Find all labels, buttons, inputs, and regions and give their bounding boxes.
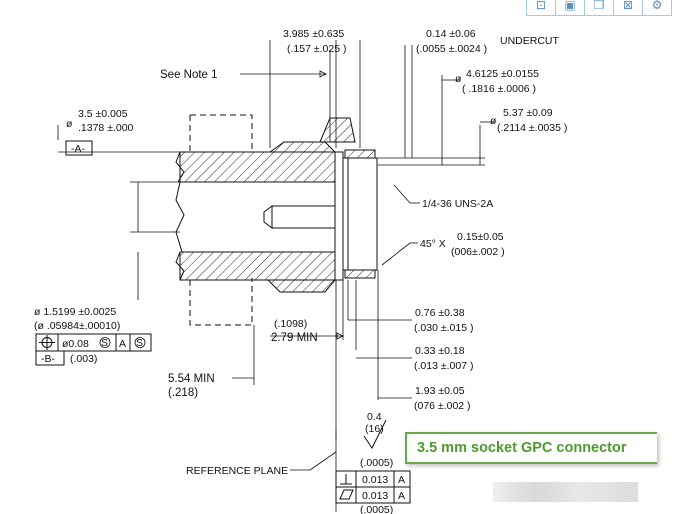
tol-bottom-value: (.0005) bbox=[360, 504, 393, 514]
image-toolbar: ⊡ ▣ ❐ ⊠ ⚙ bbox=[526, 0, 672, 16]
dia-a-line2: .1378 ±.000 bbox=[78, 122, 134, 134]
dia-a-sym: ø bbox=[66, 118, 73, 130]
chamfer-line2: (006±.002 ) bbox=[451, 246, 505, 258]
dia-outer-line1: 4.6125 ±0.0155 bbox=[466, 68, 539, 80]
reference-plane-label: REFERENCE PLANE bbox=[186, 465, 288, 477]
save-icon[interactable]: ▣ bbox=[555, 0, 585, 16]
surface-finish-symbol bbox=[363, 419, 387, 449]
finish-value-inch: (16) bbox=[365, 423, 384, 435]
dim-554-line2: (.218) bbox=[168, 387, 198, 399]
dim-076-line1: 0.76 ±0.38 bbox=[415, 307, 465, 319]
extension-lines bbox=[57, 40, 485, 440]
dim-193-line2: (076 ±.002 ) bbox=[414, 400, 471, 412]
caption-text: 3.5 mm socket GPC connector bbox=[417, 440, 627, 456]
tol-perp-datum: A bbox=[398, 474, 405, 486]
copy-icon[interactable]: ❐ bbox=[584, 0, 614, 16]
dim-193-line1: 1.93 ±0.05 bbox=[415, 385, 465, 397]
datum-a-box bbox=[65, 140, 93, 156]
dim-076-line2: (.030 ±.015 ) bbox=[414, 322, 473, 334]
socket-face bbox=[334, 149, 378, 281]
dia-outer-line2: ( .1816 ±.0006 ) bbox=[462, 83, 536, 95]
undercut-label: UNDERCUT bbox=[500, 35, 560, 47]
hidden-body-outline bbox=[189, 114, 253, 326]
thread-label: 1/4-36 UNS-2A bbox=[422, 198, 493, 210]
dim-554-line1: 5.54 MIN bbox=[168, 373, 215, 385]
center-pin bbox=[263, 205, 335, 229]
upper-wall-section bbox=[179, 117, 356, 183]
fcf-modifier-1: S bbox=[101, 337, 108, 349]
tol-flat-datum: A bbox=[398, 490, 405, 502]
datum-b-value: (.003) bbox=[70, 353, 97, 365]
break-line-bottom bbox=[175, 251, 185, 281]
dia-outer-sym: ø bbox=[455, 73, 462, 85]
tol-flat-value: 0.013 bbox=[362, 490, 388, 502]
fcf-tolerance: ø0.08 bbox=[62, 338, 89, 350]
chamfer-angle: 45° X bbox=[420, 238, 446, 250]
chamfer-line1: 0.15±0.05 bbox=[457, 231, 504, 243]
fcf-modifier-2: S bbox=[136, 337, 143, 349]
break-line-top bbox=[175, 151, 185, 183]
tolerance-frames bbox=[335, 470, 411, 504]
dim-top-line2: (.157 ±.025 ) bbox=[287, 43, 346, 55]
image-search-icon[interactable]: ⊡ bbox=[526, 0, 556, 16]
dim-033-line2: (.013 ±.007 ) bbox=[414, 360, 473, 372]
dim-1098: (.1098) bbox=[274, 318, 307, 330]
tol-perp-value: 0.013 bbox=[362, 474, 388, 486]
dia-b-line1: ø 1.5199 ±0.0025 bbox=[34, 306, 116, 318]
datum-a-label: -A- bbox=[71, 143, 86, 155]
dia-right-line2: (.2114 ±.0035 ) bbox=[497, 122, 567, 134]
image-icon[interactable]: ⊠ bbox=[613, 0, 643, 16]
break-line-mid bbox=[175, 181, 185, 253]
dia-right-line1: 5.37 ±0.09 bbox=[503, 107, 553, 119]
dia-a-line1: 3.5 ±0.005 bbox=[78, 108, 128, 120]
fcf-datum-ref: A bbox=[119, 338, 126, 350]
finish-value: 0.4 bbox=[367, 411, 382, 423]
feature-control-frame bbox=[35, 333, 152, 366]
lower-wall-section bbox=[179, 251, 337, 293]
dia-right-sym: ø bbox=[490, 115, 497, 127]
dim-033-line1: 0.33 ±0.18 bbox=[415, 345, 465, 357]
datum-b-label: -B- bbox=[41, 353, 56, 365]
undercut-line2: (.0055 ±.0024 ) bbox=[416, 43, 487, 55]
tol-top-value: (.0005) bbox=[360, 457, 393, 469]
dim-top-line1: 3.985 ±0.635 bbox=[283, 28, 344, 40]
dim-279-min: 2.79 MIN bbox=[271, 332, 318, 344]
see-note-label: See Note 1 bbox=[160, 69, 218, 81]
undercut-line1: 0.14 ±0.06 bbox=[426, 28, 476, 40]
settings-icon[interactable]: ⚙ bbox=[642, 0, 672, 16]
blurred-watermark bbox=[493, 482, 638, 502]
caption-label: 3.5 mm socket GPC connector bbox=[405, 432, 657, 464]
dia-b-line2: (ø .05984±.00010) bbox=[34, 320, 120, 332]
